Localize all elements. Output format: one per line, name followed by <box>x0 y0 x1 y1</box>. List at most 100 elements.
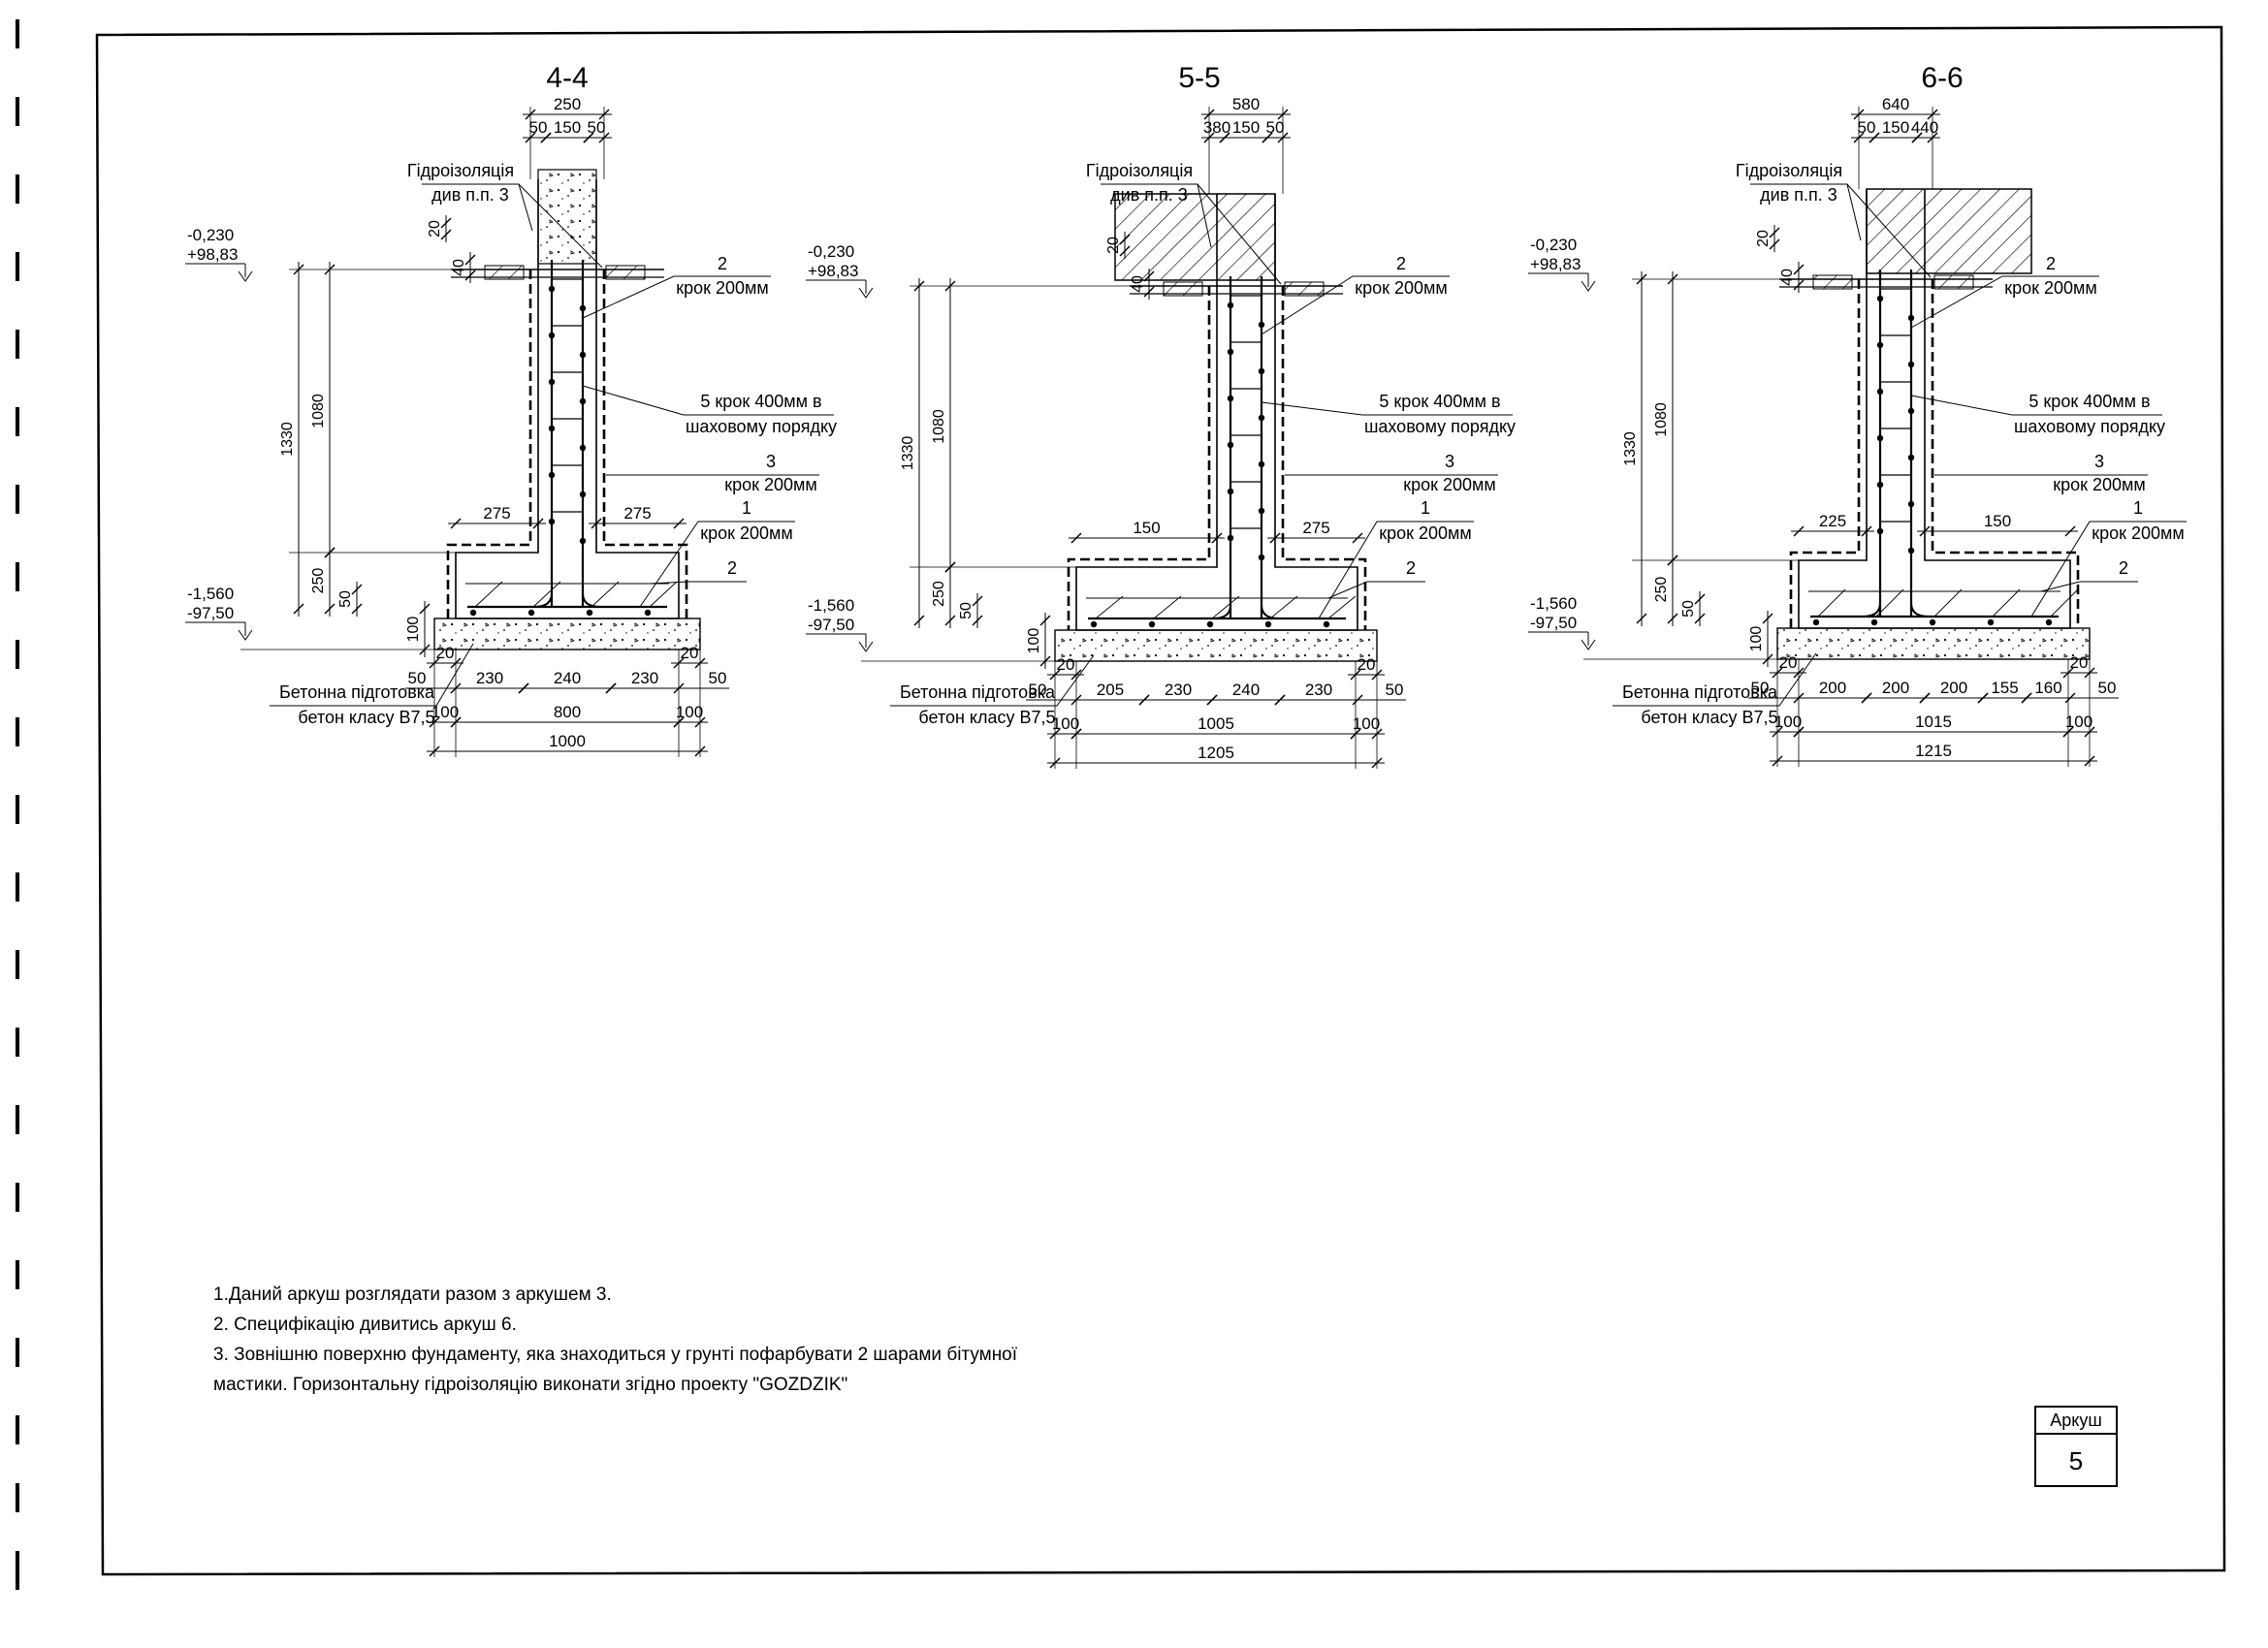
elev-arrow <box>1581 639 1596 650</box>
dim-tick <box>1762 613 1773 624</box>
dim-b-100l: 100 <box>1052 714 1079 733</box>
waterproofing-dashed <box>1931 279 2080 628</box>
ground-hatch <box>1933 274 1974 290</box>
dim-b-20l: 20 <box>1779 653 1798 672</box>
dim-tick <box>1667 613 1678 624</box>
footing-hatch <box>591 581 620 608</box>
elev-arrow <box>858 287 874 299</box>
rebar-dot <box>1227 441 1234 449</box>
notes-block: 1.Даний аркуш розглядати разом з аркушем… <box>213 1280 1183 1400</box>
dim-top-total: 580 <box>1232 95 1260 113</box>
rebar-hook <box>1212 604 1231 619</box>
leader-r2 <box>1261 275 1450 335</box>
dim-top-c: 50 <box>1266 118 1285 137</box>
footing-hatch <box>1211 595 1240 619</box>
dim-b-20l: 20 <box>1057 655 1075 674</box>
section-title: 4-4 <box>546 62 588 94</box>
dim-tick <box>1219 132 1230 143</box>
elev-bottom-abs: -97,50 <box>187 604 234 622</box>
rebar-dot <box>1907 407 1915 415</box>
rebar-dot <box>1227 348 1234 356</box>
rebar-dot <box>2045 618 2053 626</box>
dim-tick <box>1352 694 1363 706</box>
rebar-hook <box>582 592 601 608</box>
dim-tick <box>540 132 552 143</box>
rebar-dot <box>548 285 556 293</box>
label-r2-num: 2 <box>2046 254 2056 273</box>
dim-tick <box>1861 692 1872 704</box>
rebar-dot <box>586 609 593 617</box>
dim-tick <box>2064 692 2076 704</box>
label-r2-step: крок 200мм <box>1355 278 1448 298</box>
rebar-dot <box>579 304 587 312</box>
dim-bottom-seg: 200 <box>1940 679 1967 697</box>
rebar-dot <box>1090 620 1098 628</box>
rebar-dot <box>1876 527 1884 535</box>
footing-hatch <box>1933 588 1963 618</box>
dim-tick <box>324 603 335 615</box>
rebar-dot <box>1227 301 1234 309</box>
rebar-dot <box>1227 488 1234 495</box>
dim-tick <box>1269 532 1281 544</box>
dim-tick <box>1143 286 1155 298</box>
dim-tick <box>1919 525 1931 537</box>
dim-tick <box>605 682 617 694</box>
rebar-dot <box>644 609 652 617</box>
elev-arrow <box>858 641 874 652</box>
dim-h-small: 50 <box>337 590 354 608</box>
dim-step-left: 225 <box>1819 512 1846 530</box>
rebar-dot <box>1876 481 1884 489</box>
rebar-dot <box>1258 367 1265 375</box>
dim-tick <box>1793 279 1805 291</box>
rebar-dot <box>1876 388 1884 396</box>
waterproofing-dashed <box>1067 286 1211 630</box>
rebar-dot <box>1258 414 1265 422</box>
dim-h-wall: 1080 <box>310 394 327 428</box>
dim-tick <box>1262 132 1273 143</box>
leader-r5 <box>1261 401 1513 416</box>
label-r5-2: шаховому порядку <box>686 417 837 436</box>
rebar-dot <box>1258 321 1265 329</box>
dim-h-top: 20 <box>427 220 443 238</box>
dim-bottom-seg: 230 <box>476 669 503 687</box>
rebar-hook <box>1910 602 1930 618</box>
leader-concrete <box>270 643 474 707</box>
ground-hatch <box>484 265 525 280</box>
dim-b-mid: 1005 <box>1198 714 1234 733</box>
rebar-dot <box>1258 554 1265 561</box>
waterproofing-dashed <box>446 269 532 618</box>
label-r2-num: 2 <box>1396 254 1406 273</box>
dim-b-total: 1000 <box>549 732 586 750</box>
label-waterproof-2: див п.п. 3 <box>431 185 509 205</box>
rebar-dot <box>548 332 556 339</box>
dim-step-left: 150 <box>1133 519 1160 537</box>
dim-tick <box>1636 613 1647 624</box>
dim-tick <box>419 603 431 615</box>
dim-b-100r: 100 <box>1353 714 1380 733</box>
dim-b-50l: 50 <box>1751 679 1770 697</box>
label-waterproof-2: див п.п. 3 <box>1760 185 1837 205</box>
rebar-dot <box>469 609 477 617</box>
rebar-dot <box>548 425 556 432</box>
footing-hatch <box>649 581 678 608</box>
rebar-dot <box>1870 618 1878 626</box>
waterproofing-dashed <box>1281 286 1367 630</box>
wall-top <box>537 169 597 265</box>
rebar-dot <box>548 518 556 525</box>
dim-bottom-seg: 205 <box>1097 681 1124 699</box>
rebar-hook <box>1261 604 1280 619</box>
leader-concrete <box>1613 652 1817 707</box>
leader-r1 <box>639 521 795 608</box>
label-concrete-2: бетон класу В7,5 <box>1641 708 1777 727</box>
label-r3-step: крок 200мм <box>1403 475 1496 494</box>
note-1: 1.Даний аркуш розглядати разом з аркушем… <box>213 1284 612 1305</box>
label-r2-step: крок 200мм <box>676 278 769 298</box>
section-title: 5-5 <box>1178 62 1220 94</box>
elev-arrow <box>238 629 253 641</box>
ground-hatch <box>1163 281 1203 297</box>
brick-wall-hatch <box>1866 188 2032 274</box>
sheet-number: 5 <box>2068 1446 2084 1475</box>
footing-hatch <box>1875 588 1904 618</box>
elev-bottom-value: -1,560 <box>187 585 234 603</box>
